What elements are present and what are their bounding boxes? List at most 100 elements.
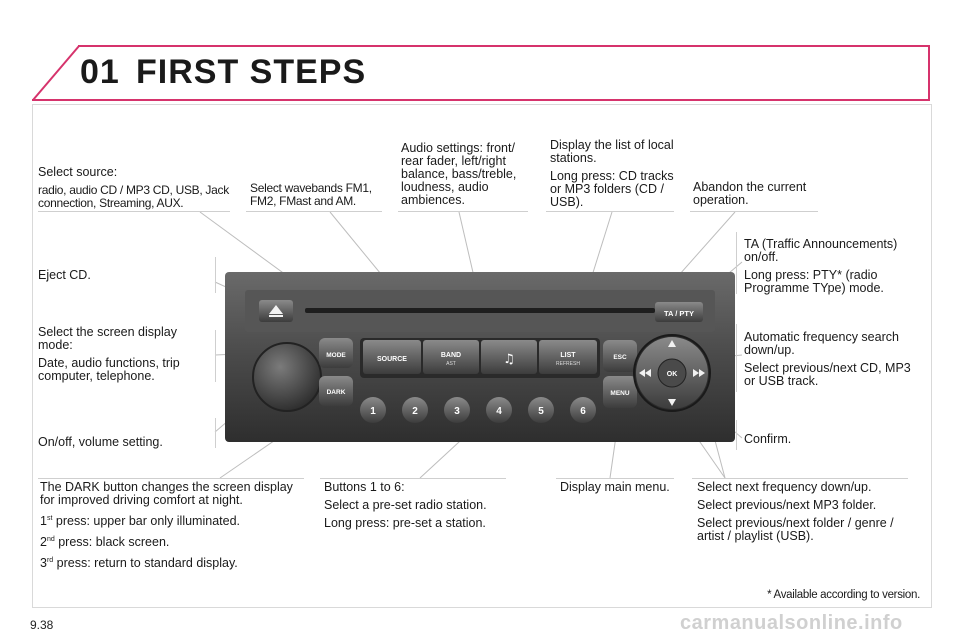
confirm-text: Confirm. (744, 432, 792, 446)
preset-button-2 (402, 397, 428, 423)
header-rule (32, 99, 930, 101)
down-arrow-icon (668, 399, 676, 406)
preset-button-4 (486, 397, 512, 423)
eject-icon (269, 305, 283, 314)
preset-label-3: 3 (454, 406, 460, 417)
callout-auto-freq: Automatic frequency search down/up. Sele… (744, 331, 924, 393)
mode-label: MODE (326, 352, 346, 359)
rule-confirm (736, 420, 737, 450)
dark-button (319, 376, 353, 406)
header-diagonal (32, 45, 80, 101)
rule-audio (398, 211, 528, 212)
callout-wavebands: Select wavebands FM1, FM2, FMast and AM. (250, 182, 384, 213)
up-arrow-icon (668, 340, 676, 347)
ta-pty-button (655, 302, 703, 322)
rule-screen (215, 330, 216, 382)
dark-press3: 3rd press: return to standard display. (40, 556, 238, 570)
preset-button-6 (570, 397, 596, 423)
auto-freq-line1: Automatic frequency search down/up. (744, 330, 899, 357)
ta-line2: Long press: PTY* (radio Programme TYpe) … (744, 268, 884, 295)
esc-button (603, 340, 637, 372)
callout-dark: The DARK button changes the screen displ… (40, 481, 308, 575)
cd-slot (305, 308, 655, 313)
preset-label-4: 4 (496, 406, 502, 417)
rule-auto (736, 324, 737, 392)
dark-press2: 2nd press: black screen. (40, 535, 170, 549)
music-note-icon: ♫ (503, 352, 515, 367)
radio-unit: TA / PTY MODE DARK SOURCE BAND AST ♫ LIS… (225, 272, 735, 442)
eject-text: Eject CD. (38, 268, 91, 282)
preset-button-3 (444, 397, 470, 423)
chapter-number: 01 (80, 53, 120, 91)
next-freq-line3: Select previous/next folder / genre / ar… (697, 516, 894, 543)
chapter-title: FIRST STEPS (136, 53, 367, 91)
band-sub: AST (446, 361, 456, 367)
callout-buttons16: Buttons 1 to 6: Select a pre-set radio s… (324, 481, 514, 535)
select-source-detail: radio, audio CD / MP3 CD, USB, Jack conn… (38, 183, 229, 210)
dark-label: DARK (327, 389, 346, 396)
footnote: * Available according to version. (767, 589, 920, 601)
rule-buttons16 (320, 478, 506, 479)
callout-eject: Eject CD. (38, 269, 188, 287)
wavebands-text: Select wavebands FM1, FM2, FMast and AM. (250, 181, 372, 208)
list-line1: Display the list of local stations. (550, 138, 674, 165)
onoff-text: On/off, volume setting. (38, 435, 163, 449)
select-source-title: Select source: (38, 165, 118, 179)
preset-buttons: 1 2 3 4 5 6 (360, 397, 596, 423)
ok-button (657, 358, 687, 388)
watermark: carmanualsonline.info (680, 612, 903, 634)
rule-dark (38, 478, 304, 479)
callout-abandon: Abandon the current operation. (693, 181, 817, 212)
auto-freq-line2: Select previous/next CD, MP3 or USB trac… (744, 361, 911, 388)
source-label: SOURCE (377, 356, 407, 363)
header-rule-top (78, 45, 930, 47)
audio-settings-text: Audio settings: front/ rear fader, left/… (401, 141, 517, 207)
callout-screen-mode: Select the screen display mode: Date, au… (38, 326, 198, 388)
screen-mode-line1: Select the screen display mode: (38, 325, 177, 352)
callout-next-freq: Select next frequency down/up. Select pr… (697, 481, 915, 548)
buttons16-line1: Buttons 1 to 6: (324, 480, 405, 494)
fast-forward-icon (693, 369, 705, 377)
mode-button (319, 338, 353, 368)
menu-label: MENU (610, 390, 629, 397)
rule-ta (736, 232, 737, 294)
band-button (423, 340, 479, 374)
rule-next-freq (692, 478, 908, 479)
list-line2: Long press: CD tracks or MP3 folders (CD… (550, 169, 674, 209)
callout-ta: TA (Traffic Announcements) on/off. Long … (744, 238, 924, 300)
preset-label-2: 2 (412, 406, 418, 417)
list-button (539, 340, 597, 374)
rule-menu (556, 478, 674, 479)
preset-label-6: 6 (580, 406, 586, 417)
volume-knob (252, 342, 322, 412)
rule-onoff (215, 418, 216, 448)
preset-button-5 (528, 397, 554, 423)
source-button (363, 340, 421, 374)
next-freq-line1: Select next frequency down/up. (697, 480, 872, 494)
callout-select-source: Select source: radio, audio CD / MP3 CD,… (38, 166, 238, 215)
dark-press1: 1st press: upper bar only illuminated. (40, 514, 241, 528)
preset-button-1 (360, 397, 386, 423)
ok-label: OK (667, 371, 678, 378)
callout-list: Display the list of local stations. Long… (550, 139, 680, 214)
callout-main-menu: Display main menu. (560, 481, 678, 499)
buttons16-line3: Long press: pre-set a station. (324, 516, 486, 530)
rule-eject (215, 257, 216, 293)
dark-line1: The DARK button changes the screen displ… (40, 480, 293, 507)
preset-label-1: 1 (370, 406, 376, 417)
header-rule-right (928, 45, 930, 101)
rule-abandon (690, 211, 818, 212)
audio-settings-button (481, 340, 537, 374)
esc-label: ESC (613, 354, 627, 361)
list-label: LIST (560, 352, 576, 359)
screen-mode-line2: Date, audio functions, trip computer, te… (38, 356, 180, 383)
rule-list (546, 211, 674, 212)
ta-pty-label: TA / PTY (664, 309, 694, 318)
callout-audio-settings: Audio settings: front/ rear fader, left/… (401, 142, 529, 212)
main-menu-text: Display main menu. (560, 480, 670, 494)
preset-label-5: 5 (538, 406, 544, 417)
rewind-icon (639, 369, 651, 377)
abandon-text: Abandon the current operation. (693, 180, 807, 207)
menu-button (603, 376, 637, 408)
ta-line1: TA (Traffic Announcements) on/off. (744, 237, 898, 264)
